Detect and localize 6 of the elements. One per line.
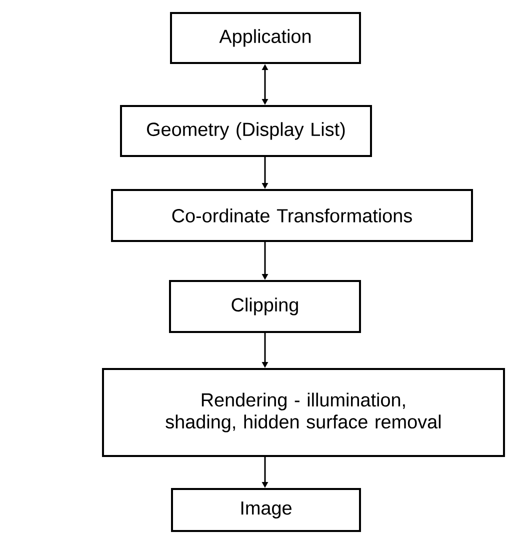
process-box: Rendering - illumination, shading, hidden surface removal bbox=[102, 368, 505, 457]
process-box: Clipping bbox=[169, 280, 361, 333]
process-box: Image bbox=[171, 488, 361, 532]
process-box: Geometry (Display List) bbox=[120, 105, 372, 157]
process-box: Co-ordinate Transformations bbox=[111, 189, 473, 242]
process-box: Application bbox=[170, 12, 361, 64]
